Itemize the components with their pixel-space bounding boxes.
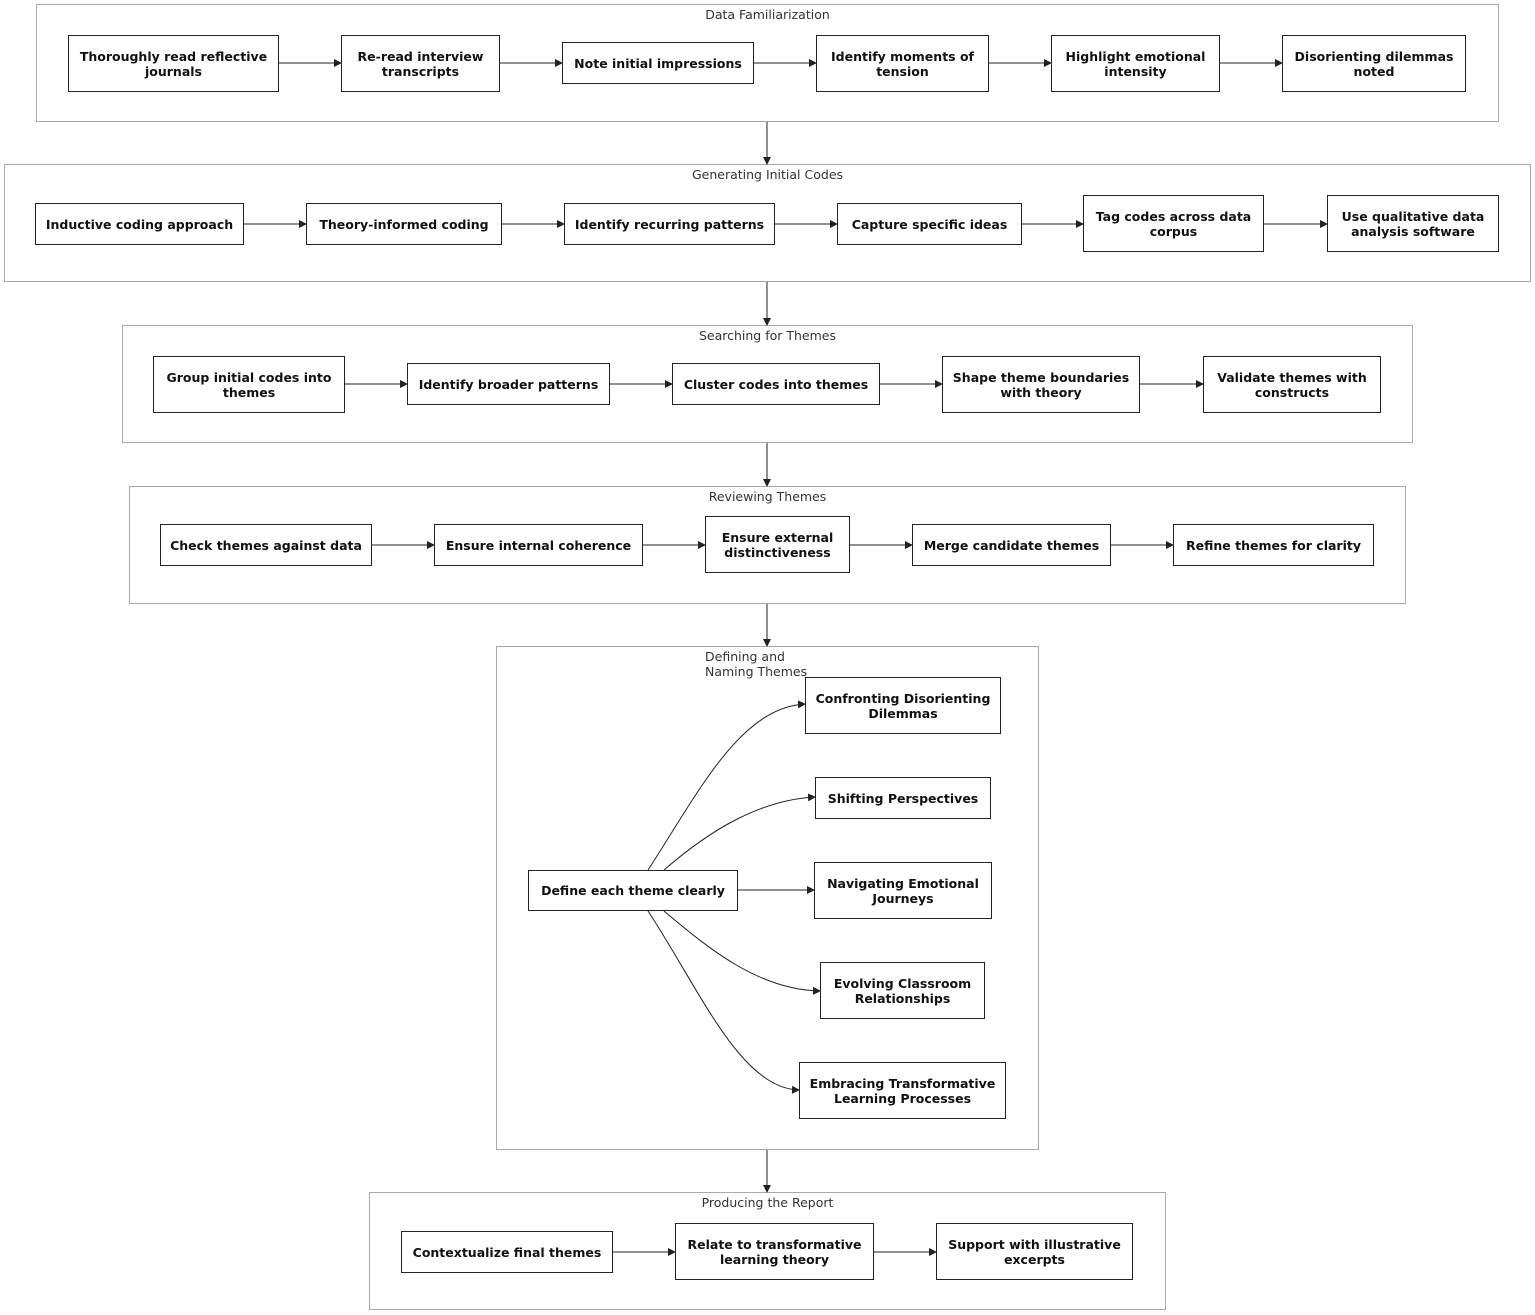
stage-title: Reviewing Themes (708, 489, 827, 504)
step-node: Group initial codes into themes (153, 356, 345, 413)
step-node: Inductive coding approach (35, 203, 244, 245)
theme-node: Evolving Classroom Relationships (820, 962, 985, 1019)
step-node: Identify recurring patterns (564, 203, 775, 245)
theme-node: Navigating Emotional Journeys (814, 862, 992, 919)
step-node: Merge candidate themes (912, 524, 1111, 566)
step-node: Refine themes for clarity (1173, 524, 1374, 566)
step-node: Theory-informed coding (306, 203, 502, 245)
step-node: Tag codes across data corpus (1083, 195, 1264, 252)
step-node: Highlight emotional intensity (1051, 35, 1220, 92)
step-node: Validate themes with constructs (1203, 356, 1381, 413)
stage-title: Producing the Report (701, 1195, 834, 1210)
stage-title: Generating Initial Codes (691, 167, 844, 182)
step-node: Ensure internal coherence (434, 524, 643, 566)
stage-generating-initial-codes: Generating Initial Codes (4, 164, 1531, 282)
stage-title: Defining and Naming Themes (705, 649, 808, 679)
theme-node: Confronting Disorienting Dilemmas (805, 677, 1001, 734)
root-node: Define each theme clearly (528, 870, 738, 911)
step-node: Ensure external distinctiveness (705, 516, 850, 573)
step-node: Contextualize final themes (401, 1231, 613, 1273)
step-node: Relate to transformative learning theory (675, 1223, 874, 1280)
step-node: Thoroughly read reflective journals (68, 35, 279, 92)
theme-node: Shifting Perspectives (815, 777, 991, 819)
step-node: Shape theme boundaries with theory (942, 356, 1140, 413)
step-node: Disorienting dilemmas noted (1282, 35, 1466, 92)
step-node: Note initial impressions (562, 42, 754, 84)
step-node: Support with illustrative excerpts (936, 1223, 1133, 1280)
stage-title: Searching for Themes (698, 328, 837, 343)
step-node: Check themes against data (160, 524, 372, 566)
stage-title: Data Familiarization (705, 7, 830, 22)
step-node: Identify moments of tension (816, 35, 989, 92)
step-node: Cluster codes into themes (672, 363, 880, 405)
step-node: Identify broader patterns (407, 363, 610, 405)
step-node: Use qualitative data analysis software (1327, 195, 1499, 252)
theme-node: Embracing Transformative Learning Proces… (799, 1062, 1006, 1119)
step-node: Re-read interview transcripts (341, 35, 500, 92)
step-node: Capture specific ideas (837, 203, 1022, 245)
